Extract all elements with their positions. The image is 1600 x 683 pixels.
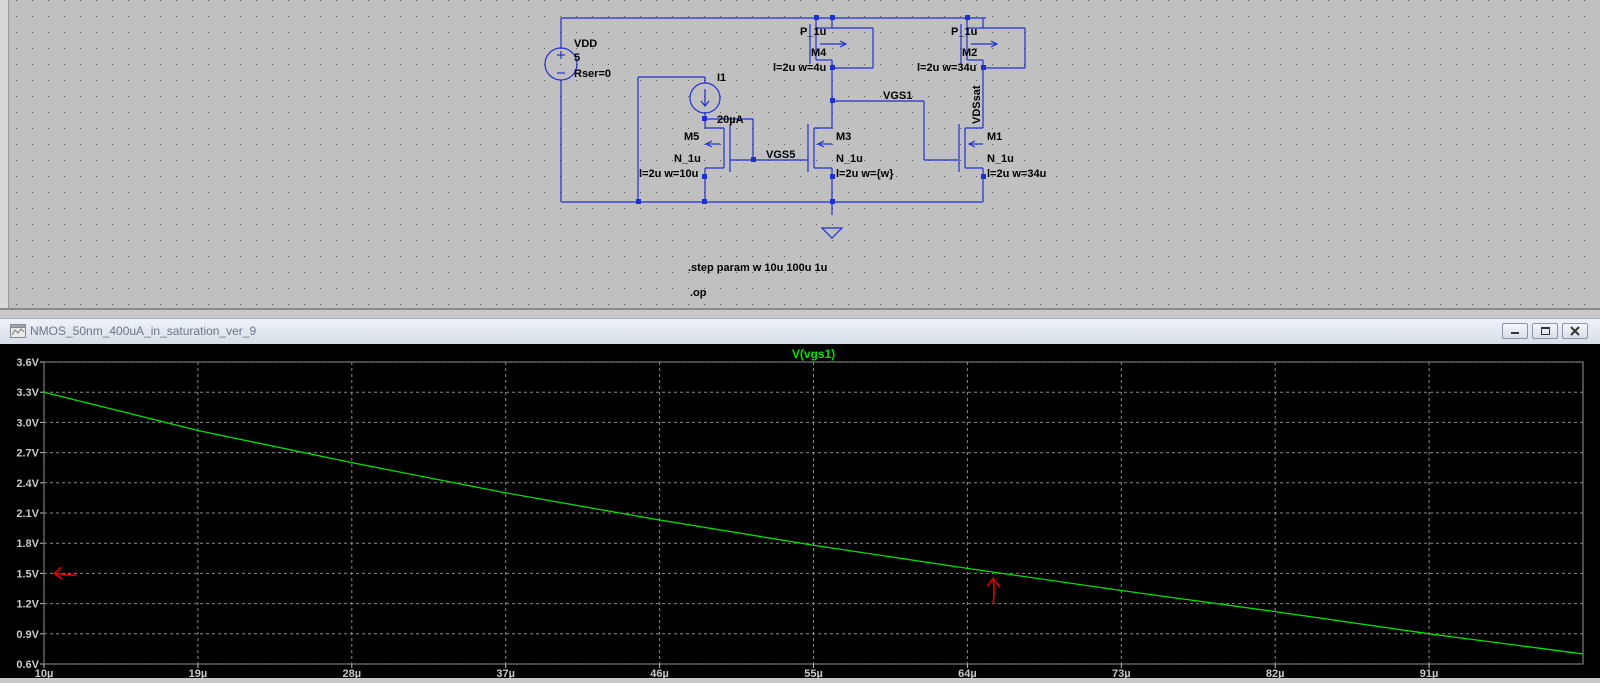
- x-tick-label: 55µ: [804, 668, 823, 678]
- m5-params-label: l=2u w=10u: [639, 168, 698, 180]
- vdssat-net-label: VDSsat: [971, 85, 983, 124]
- data-point: [1274, 611, 1276, 613]
- pmos-m2-icon[interactable]: [960, 18, 999, 64]
- y-tick-label: 1.5V: [16, 568, 39, 580]
- i1-name-label: I1: [717, 72, 726, 84]
- vgs1-net-label: VGS1: [883, 90, 912, 102]
- data-point: [1582, 653, 1584, 655]
- vdd-name-label: VDD: [574, 38, 597, 50]
- data-point: [43, 391, 45, 393]
- nmos-m5-icon[interactable]: [704, 124, 753, 172]
- m4-params-label: l=2u w=4u: [773, 62, 826, 74]
- data-point: [505, 492, 507, 494]
- x-tick-label: 73µ: [1112, 668, 1131, 678]
- data-point: [1120, 590, 1122, 592]
- y-tick-label: 2.1V: [16, 508, 39, 520]
- x-tick-label: 19µ: [189, 668, 208, 678]
- pmos-m4-icon[interactable]: [809, 18, 848, 64]
- grid-dots: [10, 0, 1600, 306]
- minimize-button[interactable]: [1502, 323, 1528, 339]
- m4-model-label: P_1u: [800, 26, 826, 38]
- op-directive[interactable]: .op: [690, 287, 707, 299]
- nmos-m1-icon[interactable]: [958, 124, 983, 172]
- data-point: [659, 519, 661, 521]
- y-tick-label: 2.7V: [16, 448, 39, 460]
- vdd-rser-label: Rser=0: [574, 68, 611, 80]
- schematic-canvas[interactable]: VDD 5 Rser=0 I1 20µA M5 N_1u l=2u w=10u …: [0, 0, 1600, 306]
- data-point: [1428, 633, 1430, 635]
- schematic-border: [0, 0, 9, 308]
- m3-name-label: M3: [836, 131, 851, 143]
- y-tick-label: 0.9V: [16, 629, 39, 641]
- close-button[interactable]: [1562, 323, 1588, 339]
- y-tick-label: 3.3V: [16, 387, 39, 399]
- data-point: [351, 462, 353, 464]
- plot-pane[interactable]: 3.6V 3.3V 3.0V 2.7V 2.4V 2.1V 1.8V 1.5V 1.2V 0.9V…: [0, 344, 1600, 680]
- waveform-app-icon: [10, 324, 26, 338]
- x-tick-label: 28µ: [343, 668, 362, 678]
- x-tick-label: 37µ: [496, 668, 515, 678]
- trace-title[interactable]: V(vgs1): [792, 347, 835, 361]
- y-tick-label: 3.6V: [16, 357, 39, 369]
- y-tick-label: 3.0V: [16, 417, 39, 429]
- y-tick-label: 0.6V: [16, 659, 39, 671]
- data-point: [813, 544, 814, 546]
- red-arrow-up-annotation: [986, 577, 1001, 605]
- red-arrow-left-annotation: [52, 566, 77, 581]
- close-icon: [1570, 326, 1580, 336]
- y-tick-label: 1.2V: [16, 599, 39, 611]
- m2-model-label: P_1u: [951, 26, 977, 38]
- x-tick-label: 10µ: [35, 668, 54, 678]
- data-point: [966, 567, 968, 569]
- waveform-chart[interactable]: 3.6V 3.3V 3.0V 2.7V 2.4V 2.1V 1.8V 1.5V 1.2V 0.9V…: [0, 344, 1600, 680]
- m2-params-label: l=2u w=34u: [917, 62, 976, 74]
- m4-name-label: M4: [811, 47, 827, 59]
- x-tick-label: 82µ: [1266, 668, 1285, 678]
- m1-name-label: M1: [987, 131, 1002, 143]
- vdd-value-label: 5: [574, 52, 580, 64]
- window-title: NMOS_50nm_400uA_in_saturation_ver_9: [30, 324, 257, 338]
- m5-name-label: M5: [684, 131, 699, 143]
- restore-button[interactable]: [1532, 323, 1558, 339]
- wires: [560, 17, 1026, 215]
- vgs5-net-label: VGS5: [766, 149, 795, 161]
- y-tick-label: 1.8V: [16, 538, 39, 550]
- nmos-m3-icon[interactable]: [805, 124, 832, 172]
- m3-params-label: l=2u w={w}: [836, 168, 894, 180]
- restore-icon: [1541, 327, 1550, 335]
- current-source-icon[interactable]: [689, 82, 721, 114]
- step-directive[interactable]: .step param w 10u 100u 1u: [688, 262, 827, 274]
- window-titlebar[interactable]: NMOS_50nm_400uA_in_saturation_ver_9: [0, 318, 1600, 345]
- minimize-icon: [1511, 332, 1519, 334]
- m5-model-label: N_1u: [674, 153, 701, 165]
- y-tick-label: 2.4V: [16, 478, 39, 490]
- m2-name-label: M2: [962, 47, 977, 59]
- schematic-editor[interactable]: VDD 5 Rser=0 I1 20µA M5 N_1u l=2u w=10u …: [0, 0, 1600, 310]
- m1-params-label: l=2u w=34u: [987, 168, 1046, 180]
- data-point: [197, 429, 199, 431]
- junction-dots: [636, 15, 986, 204]
- m3-model-label: N_1u: [836, 153, 863, 165]
- m1-model-label: N_1u: [987, 153, 1014, 165]
- x-tick-label: 64µ: [958, 668, 977, 678]
- i1-value-label: 20µA: [717, 114, 744, 126]
- x-tick-label: 91µ: [1420, 668, 1439, 678]
- waveform-window[interactable]: NMOS_50nm_400uA_in_saturation_ver_9 3.6V…: [0, 318, 1600, 680]
- ground-icon[interactable]: [820, 227, 844, 239]
- vdd-source-icon[interactable]: [544, 47, 578, 81]
- x-tick-label: 46µ: [650, 668, 669, 678]
